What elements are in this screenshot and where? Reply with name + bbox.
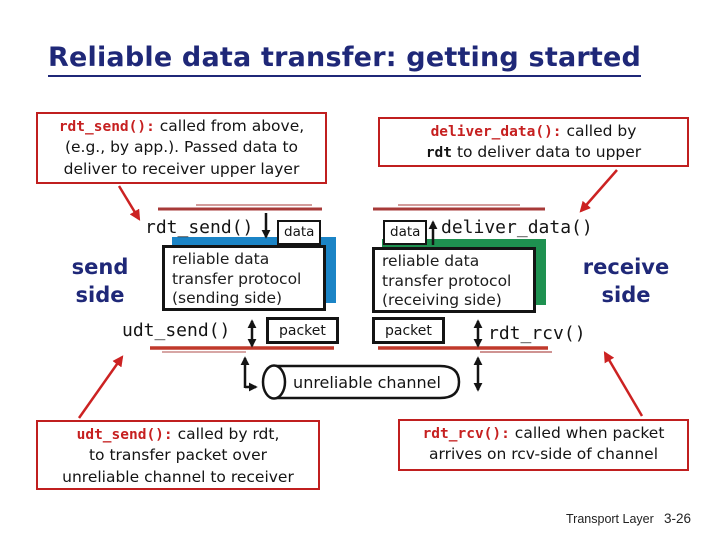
rdt-rcv-code-label: rdt_rcv(): (422, 426, 510, 442)
slide-title: Reliable data transfer: getting started (48, 42, 642, 77)
callout-text: to transfer packet over (88, 446, 267, 465)
callout-text: called by rdt, (172, 425, 280, 443)
callout-line: deliver_data(): called by (380, 121, 687, 142)
sender-protocol-box: reliable data transfer protocol (sending… (162, 245, 326, 311)
footer-page-number: 3-26 (664, 511, 692, 526)
rdt-send-code-label: rdt_send(): (58, 119, 155, 135)
callout-arrow-udt-send-icon (77, 355, 124, 419)
udt-send-function-label: udt_send() (122, 320, 231, 341)
udt-send-code-label: udt_send(): (76, 427, 173, 443)
callout-line: udt_send(): called by rdt, (38, 424, 318, 445)
callout-line: rdt to deliver data to upper (380, 142, 687, 163)
callout-text: arrives on rcv-side of channel (428, 445, 658, 464)
callout-deliver-data: deliver_data(): called by rdt to deliver… (378, 117, 689, 167)
callout-arrow-deliver-data-icon (579, 169, 618, 213)
callout-text: unreliable channel to receiver (62, 467, 294, 486)
rdt-send-function-label: rdt_send() (145, 217, 254, 238)
send-side-line: side (75, 283, 125, 308)
rdt-rcv-function-label: rdt_rcv() (488, 323, 586, 344)
data-box-send: data (277, 220, 322, 245)
receive-side-label: receive side (560, 253, 692, 310)
callout-text: called when packet (509, 424, 665, 442)
packet-box-receive: packet (372, 317, 445, 344)
receiver-protocol-box: reliable data transfer protocol (receivi… (372, 247, 536, 313)
data-box-receive: data (383, 220, 428, 245)
callout-rdt-send: rdt_send(): called from above, (e.g., by… (36, 112, 327, 184)
receiver-protocol-text: (receiving side) (382, 291, 502, 310)
deliver-data-code-label: deliver_data(): (430, 124, 562, 140)
rdt-code-word: rdt (425, 145, 453, 162)
unreliable-channel-label: unreliable channel (293, 373, 441, 392)
send-side-line: send (71, 255, 129, 279)
callout-udt-send: udt_send(): called by rdt, to transfer p… (36, 420, 320, 490)
receive-side-line: side (601, 283, 651, 308)
callout-rdt-rcv: rdt_rcv(): called when packet arrives on… (398, 419, 689, 471)
callout-text: called by (561, 122, 637, 140)
channel-cylinder-end (261, 364, 287, 400)
receiver-protocol-text: reliable data (382, 252, 480, 270)
channel-cylinder-body (274, 364, 461, 400)
send-side-label: send side (56, 253, 144, 310)
receive-side-line: receive (582, 255, 670, 279)
callout-text: called from above, (154, 117, 305, 135)
footer-section-label: Transport Layer (566, 512, 654, 526)
callout-line: rdt_send(): called from above, (38, 116, 325, 137)
deliver-data-function-label: deliver_data() (441, 217, 593, 238)
callout-text: (e.g., by app.). Passed data to (64, 138, 299, 157)
callout-text: to deliver data to upper (452, 143, 642, 162)
sender-protocol-text: reliable data (172, 250, 270, 268)
sender-protocol-text: (sending side) (172, 289, 283, 308)
callout-arrow-rdt-rcv-icon (603, 351, 644, 417)
packet-box-send: packet (266, 317, 339, 344)
callout-arrow-rdt-send-icon (117, 185, 141, 221)
callout-text: deliver to receiver upper layer (63, 159, 300, 178)
receiver-protocol-text: transfer protocol (382, 271, 512, 290)
sender-protocol-text: transfer protocol (172, 269, 302, 288)
callout-line: rdt_rcv(): called when packet (400, 423, 687, 444)
